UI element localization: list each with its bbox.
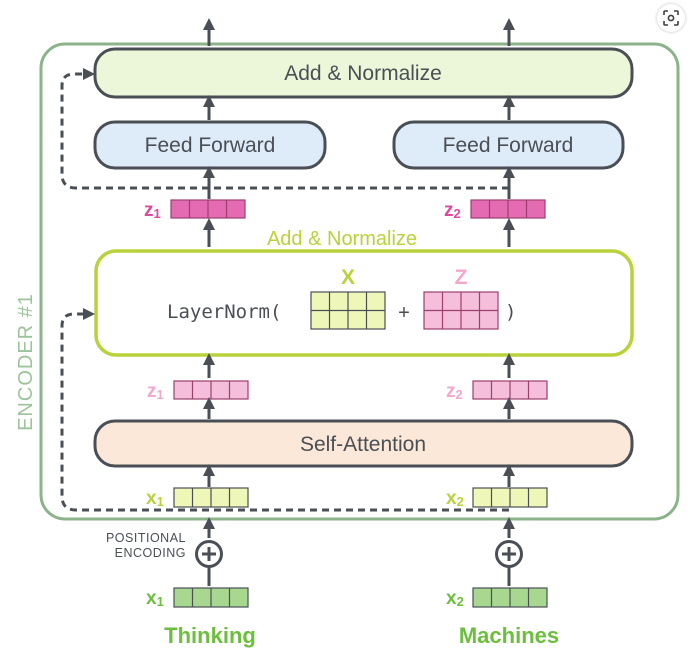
positional-plus-icon-right bbox=[495, 540, 523, 568]
layernorm-plus: + bbox=[398, 302, 410, 324]
z1-top-label: z1 bbox=[144, 200, 161, 221]
x1-encoder-vector bbox=[173, 487, 249, 508]
layernorm-z-label: Z bbox=[455, 266, 468, 289]
x1-encoder-label: x1 bbox=[146, 488, 164, 509]
positional-encoding-line2: ENCODING bbox=[115, 546, 186, 560]
add-normalize-mid-label: Add & Normalize bbox=[267, 228, 417, 250]
z2-top-label: z2 bbox=[444, 200, 461, 221]
add-normalize-top-label: Add & Normalize bbox=[284, 62, 442, 85]
z2-mid-label: z2 bbox=[446, 381, 463, 402]
x1-input-label: x1 bbox=[146, 588, 164, 609]
residual-path-bottom bbox=[60, 308, 509, 512]
layernorm-prefix: LayerNorm( bbox=[167, 301, 281, 323]
feed-forward-right-label: Feed Forward bbox=[443, 134, 574, 157]
x2-encoder-label: x2 bbox=[446, 488, 464, 509]
self-attention-block bbox=[93, 419, 634, 468]
add-normalize-top-block bbox=[93, 47, 634, 99]
feed-forward-left-label: Feed Forward bbox=[145, 134, 276, 157]
z1-mid-label: z1 bbox=[147, 381, 164, 402]
visual-search-button[interactable] bbox=[657, 4, 685, 32]
encoder-label: ENCODER #1 bbox=[15, 293, 37, 431]
self-attention-label: Self-Attention bbox=[300, 433, 426, 456]
z2-mid-vector bbox=[472, 380, 548, 400]
x2-encoder-vector bbox=[472, 487, 548, 508]
x1-input-vector bbox=[173, 587, 249, 608]
layernorm-x-label: X bbox=[341, 266, 355, 289]
layernorm-suffix: ) bbox=[505, 301, 516, 323]
residual-path-top bbox=[60, 68, 509, 190]
positional-plus-icon-left bbox=[195, 540, 223, 568]
encoder-box bbox=[39, 42, 680, 521]
x2-input-label: x2 bbox=[446, 588, 464, 609]
z-matrix bbox=[423, 291, 499, 330]
lens-search-icon bbox=[663, 10, 679, 26]
word-thinking: Thinking bbox=[164, 623, 256, 648]
x-matrix bbox=[310, 291, 386, 330]
positional-encoding-line1: POSITIONAL bbox=[106, 531, 186, 545]
z1-mid-vector bbox=[173, 380, 249, 400]
x2-input-vector bbox=[472, 587, 548, 608]
word-machines: Machines bbox=[459, 623, 559, 648]
z1-top-vector bbox=[170, 199, 246, 219]
z2-top-vector bbox=[470, 199, 546, 219]
